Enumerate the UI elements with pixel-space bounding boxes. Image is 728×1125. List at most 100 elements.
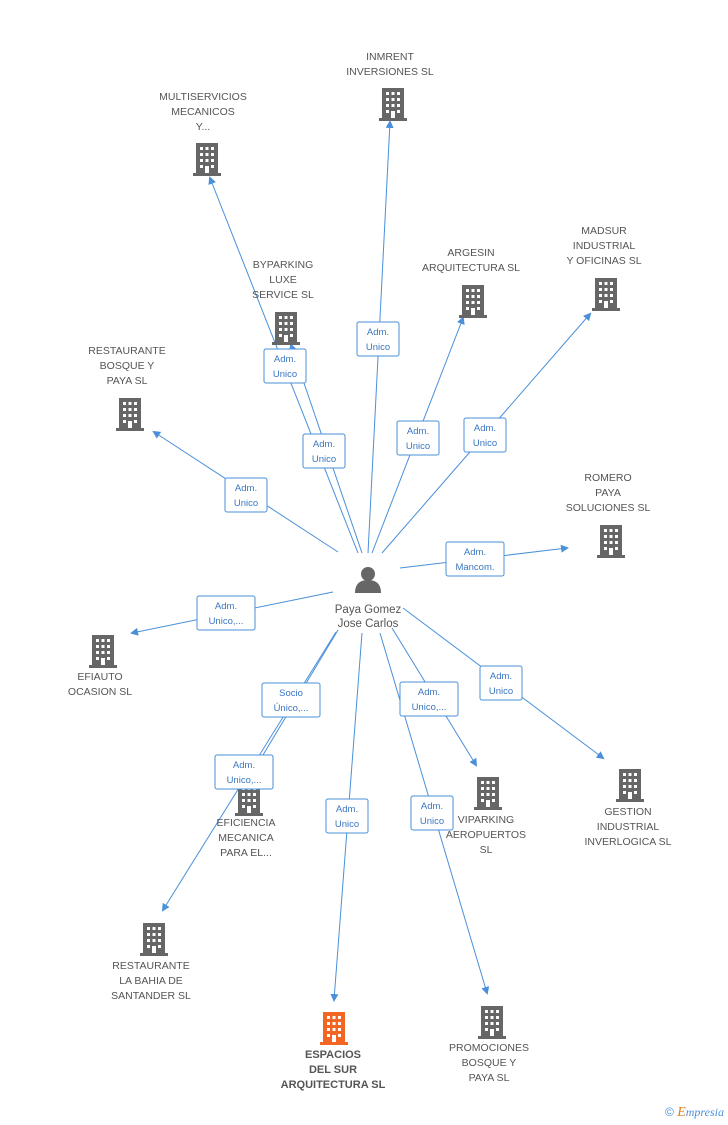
role-text: Adm. <box>474 423 496 434</box>
role-label-restaurante-bahia[interactable]: SocioÚnico,... <box>261 682 321 718</box>
role-text: Unico <box>312 454 336 465</box>
company-name-line: ARQUITECTURA SL <box>422 262 520 274</box>
role-text: Mancom. <box>455 562 494 573</box>
company-name-line: SERVICE SL <box>252 289 314 301</box>
role-label-madsur[interactable]: Adm. Unico <box>463 417 507 453</box>
role-text: Socio <box>279 688 303 699</box>
company-name-line: OCASION SL <box>68 686 132 698</box>
role-text: Unico <box>489 686 513 697</box>
company-name-line: EFICIENCIA <box>217 817 276 829</box>
role-text: Unico <box>406 441 430 452</box>
company-name-line: SOLUCIONES SL <box>566 502 651 514</box>
center-person-node[interactable]: Paya Gomez Jose Carlos <box>335 567 402 630</box>
role-label-espacios[interactable]: Adm. Unico <box>325 798 369 834</box>
copyright-icon: © <box>665 1105 674 1119</box>
company-name-line: VIPARKING <box>458 814 514 826</box>
building-icon <box>140 923 168 956</box>
company-name-line: Y OFICINAS SL <box>566 255 641 267</box>
building-icon <box>320 1012 348 1045</box>
role-text: Unico <box>234 498 258 509</box>
company-name-line: INDUSTRIAL <box>597 821 660 833</box>
building-icon <box>272 312 300 345</box>
building-icon <box>116 398 144 431</box>
role-text: Adm. <box>336 804 358 815</box>
company-name-line: EFIAUTO <box>77 671 122 683</box>
node-layer: INMRENT INVERSIONES SL MULTISERVICIOSMECAN… <box>68 51 672 1091</box>
person-name-line2: Jose Carlos <box>338 618 399 630</box>
role-text: Unico <box>366 342 390 353</box>
building-icon <box>478 1006 506 1039</box>
company-name-line: INMRENT <box>366 51 414 63</box>
company-name-line: INDUSTRIAL <box>573 240 636 252</box>
building-icon <box>193 143 221 176</box>
role-label-argesin[interactable]: Adm. Unico <box>396 420 440 456</box>
role-text: Unico <box>273 369 297 380</box>
company-name-line: MULTISERVICIOS <box>159 91 247 103</box>
company-name-line: ARGESIN <box>447 247 494 259</box>
role-label-romero[interactable]: Adm. Mancom. <box>445 541 505 577</box>
role-text: Adm. <box>407 426 429 437</box>
role-label-efiauto[interactable]: Adm. Unico,... <box>196 595 256 631</box>
role-label-eficiencia[interactable]: Adm. Unico,... <box>214 754 274 790</box>
company-name-line: MADSUR <box>581 225 627 237</box>
role-text: Unico,... <box>209 616 244 627</box>
company-name-line: BOSQUE Y <box>462 1057 517 1069</box>
role-text: Adm. <box>233 760 255 771</box>
role-text: Unico <box>420 816 444 827</box>
role-text: Adm. <box>313 439 335 450</box>
company-node-efiauto[interactable]: EFIAUTO OCASION SL <box>68 635 132 698</box>
building-icon <box>89 635 117 668</box>
company-node-madsur[interactable]: MADSUR INDUSTRIAL Y OFICINAS SL <box>566 225 642 311</box>
company-name-line: INVERSIONES SL <box>346 66 434 78</box>
role-text: Adm. <box>464 547 486 558</box>
role-label-promociones[interactable]: Adm.Unico <box>410 795 454 831</box>
company-name-line: BOSQUE Y <box>100 360 155 372</box>
company-name-line: INVERLOGICA SL <box>585 836 672 848</box>
role-label-multiservicios[interactable]: Adm. Unico <box>302 433 346 469</box>
role-text: Unico <box>335 819 359 830</box>
role-text: Adm. <box>367 327 389 338</box>
company-name-line: PARA EL... <box>220 847 272 859</box>
company-name-line: PAYA SL <box>469 1072 510 1084</box>
role-text: Adm. <box>215 601 237 612</box>
role-text: Adm. <box>235 483 257 494</box>
role-text: Unico <box>473 438 497 449</box>
company-name-line: ARQUITECTURA SL <box>281 1079 386 1091</box>
role-label-restaurante-bosque[interactable]: Adm. Unico <box>224 477 268 513</box>
company-node-gestion[interactable]: GESTION INDUSTRIAL INVERLOGICA SL <box>585 769 672 848</box>
edge-label-layer: Adm.UnicoAdm.UnicoAdm.UnicoAdm.UnicoAdm.… <box>196 321 523 834</box>
company-name-line: GESTION <box>604 806 651 818</box>
role-text: Unico,... <box>412 702 447 713</box>
company-name-line: PAYA SL <box>107 375 148 387</box>
company-node-inmrent[interactable]: INMRENT INVERSIONES SL <box>346 51 434 121</box>
footer-brand: © Empresia <box>665 1105 724 1121</box>
company-node-multiservicios[interactable]: MULTISERVICIOSMECANICOSY... <box>159 91 247 176</box>
company-name-line: DEL SUR <box>309 1064 357 1076</box>
person-icon <box>355 567 381 593</box>
building-icon <box>616 769 644 802</box>
brand-name: mpresia <box>685 1105 724 1119</box>
company-node-byparking[interactable]: BYPARKING LUXE SERVICE SL <box>252 259 314 345</box>
role-text: Adm. <box>274 354 296 365</box>
company-node-argesin[interactable]: ARGESIN ARQUITECTURA SL <box>422 247 520 318</box>
role-label-gestion[interactable]: Adm.Unico <box>479 665 523 701</box>
company-name-line: BYPARKING <box>253 259 314 271</box>
role-text: Unico,... <box>227 775 262 786</box>
company-name-line: Y... <box>196 121 210 133</box>
role-label-inmrent[interactable]: Adm. Unico <box>356 321 400 357</box>
role-label-byparking[interactable]: Adm. Unico <box>263 348 307 384</box>
company-name-line: SANTANDER SL <box>111 990 191 1002</box>
role-label-viparking[interactable]: Adm.Unico,... <box>399 681 459 717</box>
company-name-line: LUXE <box>269 274 296 286</box>
brand-initial: E <box>677 1105 686 1120</box>
company-name-line: ROMERO <box>584 472 631 484</box>
role-text: Único,... <box>274 703 309 714</box>
